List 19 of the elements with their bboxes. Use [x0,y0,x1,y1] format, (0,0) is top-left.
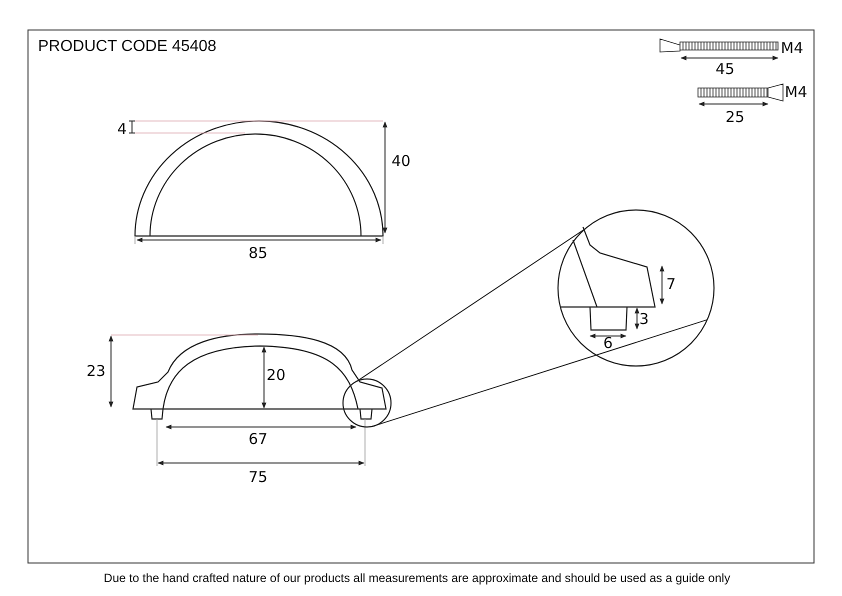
dimension-label: 4 [117,120,127,138]
dimension-label: 23 [86,362,106,380]
dimension-label: 7 [666,275,676,293]
detail-circle [342,378,392,428]
disclaimer-caption: Due to the hand crafted nature of our products all measurements are approximate and should be used as a guide only [104,571,730,585]
dimension-label: 3 [639,310,649,328]
thread-label: M4 [780,39,804,57]
dimension-label: 25 [725,108,745,126]
dimension-label: 67 [248,430,268,448]
product-code-title: PRODUCT CODE 45408 [38,38,216,56]
dimension-label: 40 [391,152,411,170]
dimension-label: 6 [603,334,613,352]
magnified-detail-circle [557,209,715,367]
dimension-label: 85 [248,244,268,262]
projection-line [356,228,586,382]
dimension-label: 75 [248,468,268,486]
dimension-label: 45 [715,60,735,78]
dimension-label: 20 [266,366,286,384]
thread-label: M4 [784,83,808,101]
